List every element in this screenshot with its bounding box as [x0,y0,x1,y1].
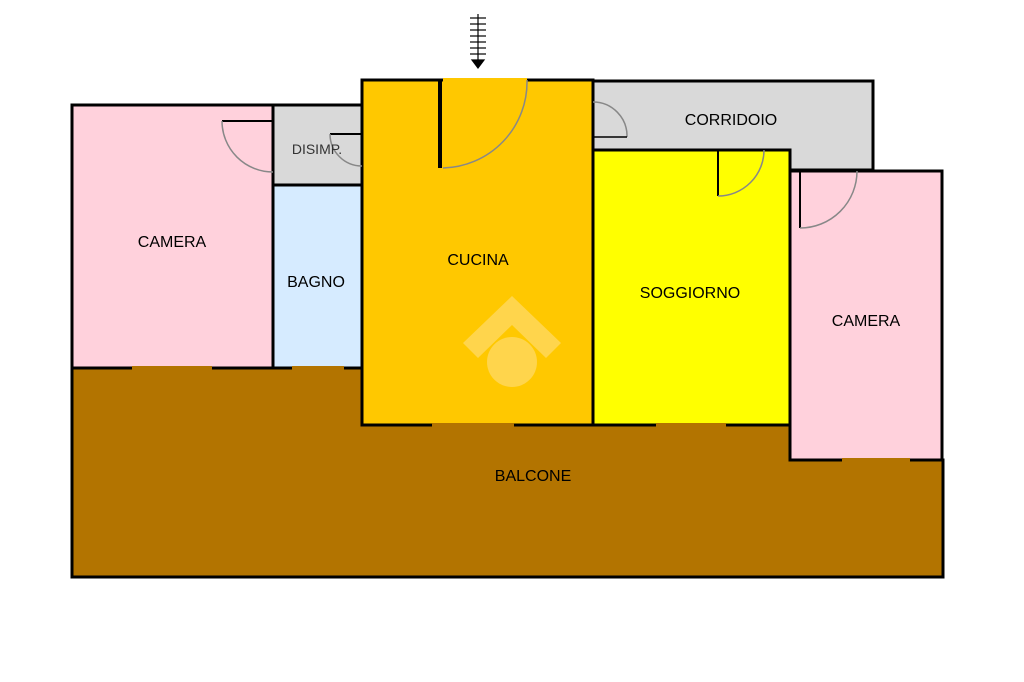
door-swings [221,79,858,229]
entrance-arrow-icon [470,14,486,69]
door-swing-disimpegno [329,133,363,167]
room-cucina [360,78,595,427]
room-camera-right [788,169,944,462]
label-corridoio: CORRIDOIO [685,112,777,129]
label-camera-right: CAMERA [832,313,901,330]
room-soggiorno [591,148,792,427]
watermark-logo-icon [463,296,561,387]
door-swing-camera-right [799,170,858,229]
room-bagno [271,183,364,370]
label-camera-left: CAMERA [138,234,207,251]
label-disimpegno: DISIMP. [292,141,342,157]
label-soggiorno: SOGGIORNO [640,285,740,302]
label-balcone: BALCONE [495,468,571,485]
room-camera-left [70,103,275,370]
door-swing-soggiorno [717,149,765,197]
label-bagno: BAGNO [287,274,345,291]
window-openings [132,366,910,462]
label-cucina: CUCINA [447,252,509,269]
door-swing-entrance [442,79,528,169]
door-swing-camera-left [221,120,274,173]
door-swing-corridoio [592,101,628,138]
